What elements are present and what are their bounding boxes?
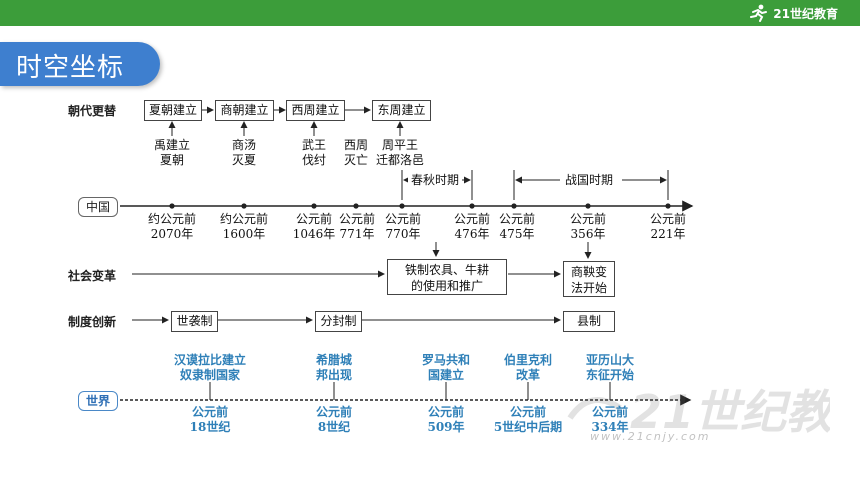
world-event: 希腊城 [315,353,352,367]
world-date: 公元前 [427,405,464,419]
social-box-line: 铁制农具、牛耕 [404,263,489,277]
world-date: 18世纪 [189,420,231,434]
world-event: 国建立 [427,368,464,382]
china-date: 2070年 [150,227,194,241]
world-event: 罗马共和 [421,353,470,367]
watermark-url: www.21cnjy.com [590,430,711,443]
social-box-iron: 铁制农具、牛耕 的使用和推广 [387,259,507,295]
dynasty-note: 西周 [343,138,368,152]
china-date: 1046年 [292,227,336,241]
world-event: 东征开始 [585,368,634,382]
runner-icon [750,4,768,22]
world-event: 汉谟拉比建立 [173,353,246,367]
social-box-shangyang: 商鞅变 法开始 [563,261,615,297]
period-chunqiu: 春秋时期 [408,173,463,187]
world-date: 公元前 [191,405,228,419]
dynasty-note: 迁都洛邑 [375,153,424,167]
dynasty-note: 伐纣 [301,153,326,167]
dynasty-note: 商汤 [231,138,256,152]
world-event: 伯里克利 [503,353,552,367]
dynasty-note: 灭亡 [343,153,368,167]
world-date: 公元前 [509,405,546,419]
world-event: 改革 [515,368,540,382]
social-box-line: 的使用和推广 [410,279,483,293]
china-date: 221年 [650,227,686,241]
svg-text:21世纪教育: 21世纪教育 [630,385,830,439]
social-box-line: 商鞅变 [570,265,607,279]
row-label-china: 中国 [78,197,118,217]
system-box-shixi: 世袭制 [171,311,218,332]
dynasty-note: 周平王 [381,138,418,152]
brand-text: 21世纪教育 [773,6,838,21]
top-bar: 21世纪教育 [0,0,860,26]
dynasty-note: 灭夏 [231,153,256,167]
china-date: 约公元前 [147,212,196,226]
system-box-xian: 县制 [563,311,615,332]
china-date: 475年 [499,227,535,241]
china-date: 公元前 [384,212,421,226]
china-date: 公元前 [295,212,332,226]
china-date: 476年 [454,227,490,241]
dynasty-box-xia: 夏朝建立 [144,100,202,121]
china-date: 公元前 [569,212,606,226]
world-date: 公元前 [315,405,352,419]
china-date: 公元前 [338,212,375,226]
dynasty-box-xizhou: 西周建立 [286,100,345,121]
row-label-system: 制度创新 [68,315,117,329]
section-title: 时空坐标 [0,42,160,86]
world-event: 亚历山大 [585,353,634,367]
china-date: 公元前 [453,212,490,226]
watermark-logo: 21世纪教育 [567,385,830,439]
row-label-world: 世界 [78,391,118,411]
world-event: 邦出现 [315,368,352,382]
social-box-line: 法开始 [570,281,607,295]
dynasty-box-shang: 商朝建立 [215,100,274,121]
china-date: 约公元前 [219,212,268,226]
world-date: 334年 [591,420,629,434]
dynasty-note: 禹建立 [153,138,190,152]
china-date: 356年 [570,227,606,241]
section-title-text: 时空坐标 [16,53,125,83]
china-date: 771年 [339,227,375,241]
row-label-social: 社会变革 [68,269,117,283]
dynasty-note: 夏朝 [159,153,184,167]
world-event: 奴隶制国家 [179,368,240,382]
china-date: 1600年 [222,227,266,241]
row-label-dynasty: 朝代更替 [68,104,117,118]
china-axis-points [169,203,671,209]
china-date: 公元前 [649,212,686,226]
world-date: 8世纪 [317,420,351,434]
system-box-fenfeng: 分封制 [315,311,362,332]
world-date: 509年 [427,420,465,434]
brand-logo: 21世纪教育 [747,3,838,23]
dynasty-box-dongzhou: 东周建立 [372,100,431,121]
china-date: 公元前 [498,212,535,226]
period-zhanguo: 战国时期 [562,173,617,187]
world-date: 公元前 [591,405,628,419]
china-date: 770年 [385,227,421,241]
dynasty-note: 武王 [301,138,326,152]
world-date: 5世纪中后期 [493,420,563,434]
